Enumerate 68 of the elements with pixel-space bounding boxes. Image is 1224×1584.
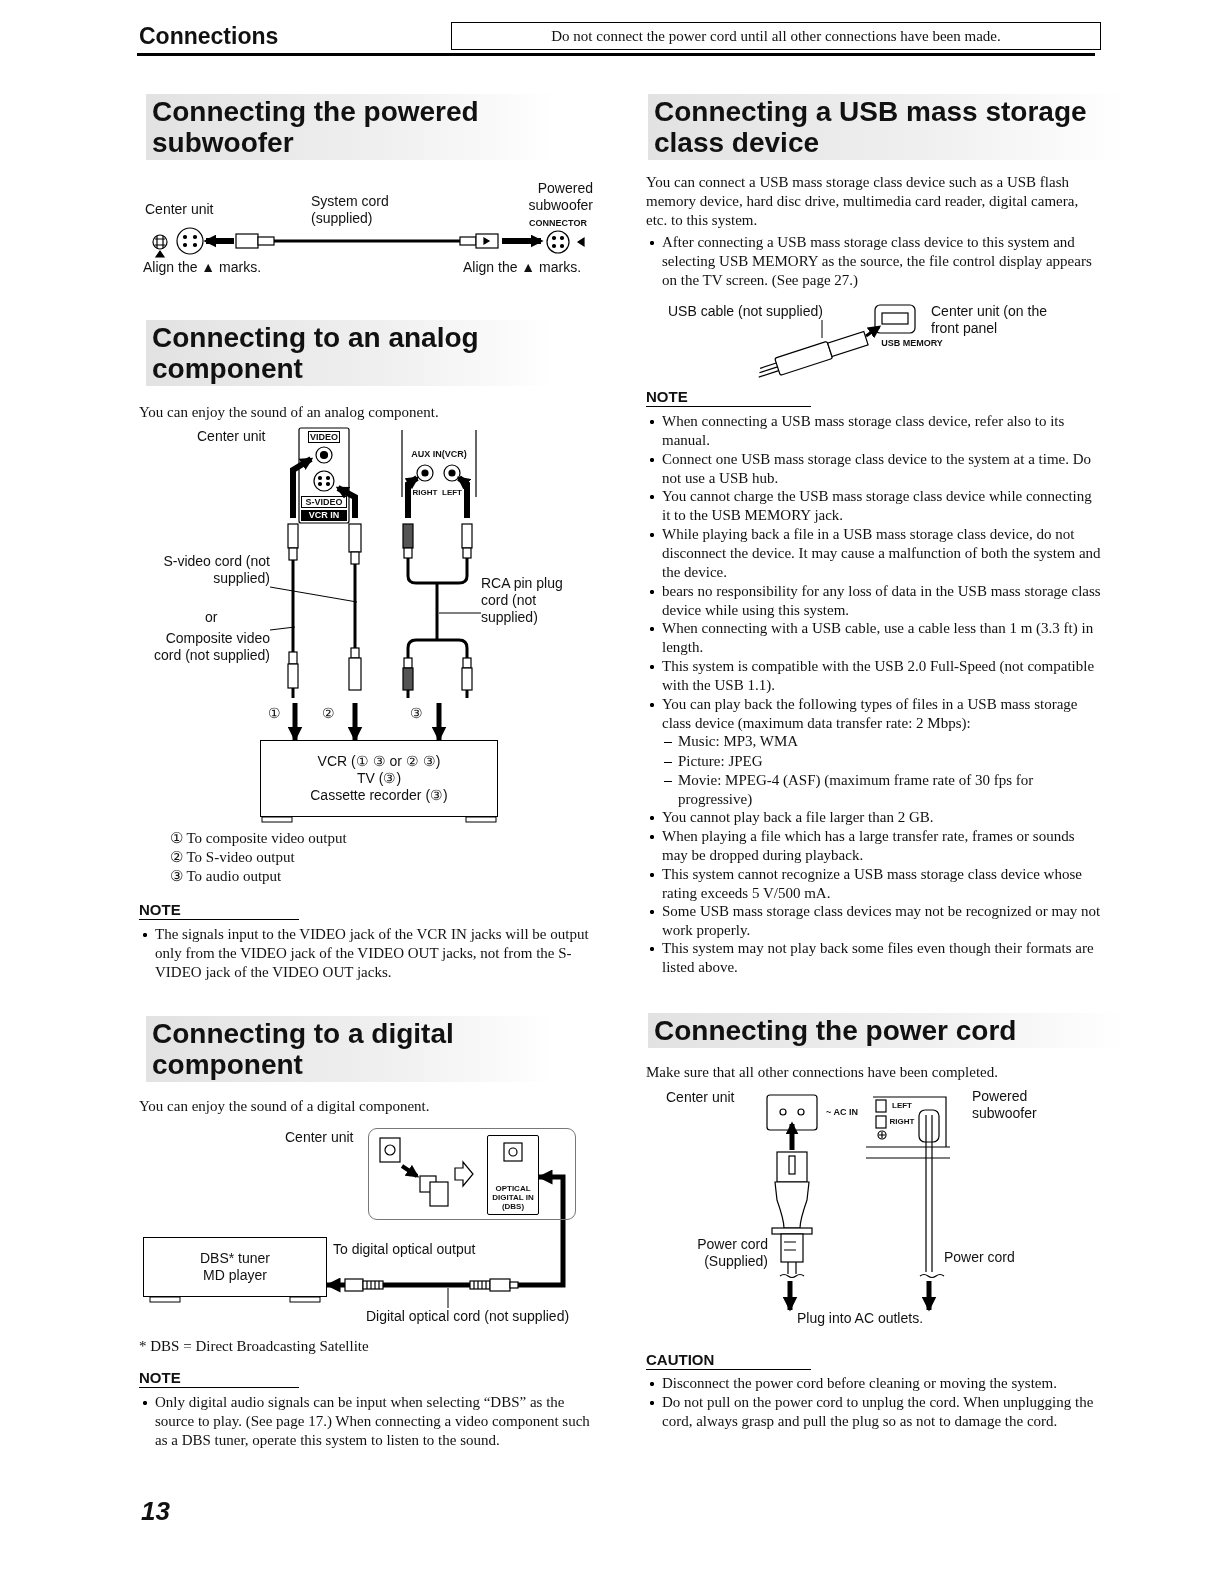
arrow [921,1281,937,1312]
callout-text: USB cable (not supplied) [668,303,833,320]
part-label: To digital optical output [333,1241,477,1258]
arrow [782,1281,798,1312]
arrow [347,703,363,742]
jack-label: OPTICAL DIGITAL IN (DBS) [491,1184,535,1211]
callout-text: RCA pin plug cord (not supplied) [481,575,581,626]
callout-text: S-video cord (not supplied) [150,553,270,587]
body-text: ② To S-video output [170,848,296,867]
jack-label: RIGHT [411,488,439,498]
note-heading: NOTE [646,388,811,407]
jack-label: ~ AC IN [825,1107,859,1118]
part-label: Power cord [944,1249,1016,1266]
device-box [260,740,498,817]
part-label: Center unit (on the front panel [931,303,1048,337]
part-label: ① [268,705,282,722]
panel-label: Center unit [285,1129,354,1146]
box-text: MD player [203,1267,267,1284]
jack-label: CONNECTOR [528,218,588,229]
device-box [143,1237,327,1297]
callout-text: Composite video cord (not supplied) [140,630,270,664]
part-label: Powered subwoofer [972,1088,1038,1122]
jack-label: VCR IN [301,510,347,521]
arrow [431,703,447,742]
leader-line [438,612,482,614]
note-heading: NOTE [139,901,299,920]
jack-label: RIGHT [888,1117,916,1127]
arrow [325,1169,566,1293]
body-text: You can enjoy the sound of a digital component. [139,1097,431,1116]
part-label: or [205,609,219,626]
box-text: Cassette recorder (③) [310,787,448,804]
body-text: * DBS = Direct Broadcasting Satellite [139,1337,370,1356]
body-text: You can enjoy the sound of an analog component. [139,403,440,422]
jack-label: AUX IN(VCR) [410,449,468,460]
jack-label: USB MEMORY [880,338,944,349]
note-heading: CAUTION [646,1351,811,1370]
part-label: Align the ▲ marks. [143,259,263,276]
part-label: Center unit [197,428,267,445]
jack-label: VIDEO [308,431,340,443]
body-text: You can connect a USB mass storage class device such as a USB flash memory device, hard disc drive, multimedia card reader, digital camera, etc. to this system. [646,173,1080,230]
leader-line [447,1287,449,1309]
part-label: ③ [410,705,424,722]
page-number: 13 [141,1496,171,1526]
part-label: Center unit [145,201,215,218]
part-label: System cord (supplied) [311,193,390,227]
page-title: Connections [139,22,279,50]
jack-label: LEFT [441,488,463,498]
part-label: Center unit [666,1089,736,1106]
jack-label: S-VIDEO [301,496,347,508]
callout-text: Digital optical cord (not supplied) [366,1308,601,1325]
box-text: Do not connect the power cord until all other connections have been made. [551,27,1001,45]
body-text: ① To composite video output [170,829,348,848]
part-label: Power cord (Supplied) [696,1236,768,1270]
body-text: Make sure that all other connections have been completed. [646,1063,999,1082]
body-text: ③ To audio output [170,867,283,886]
box-text: TV (③) [356,770,402,787]
leader-line [821,319,823,339]
part-label: Align the ▲ marks. [463,259,583,276]
part-label: ② [322,705,336,722]
notice-box [451,22,1101,50]
part-label: Powered subwoofer [527,180,593,214]
box-text: VCR (① ③ or ② ③) [317,753,441,770]
jack-label: LEFT [891,1101,913,1111]
jack-box [487,1135,539,1215]
box-text: DBS* tuner [199,1250,270,1267]
callout-text: Plug into AC outlets. [760,1310,960,1327]
note-heading: NOTE [139,1369,299,1388]
arrow [287,703,303,742]
